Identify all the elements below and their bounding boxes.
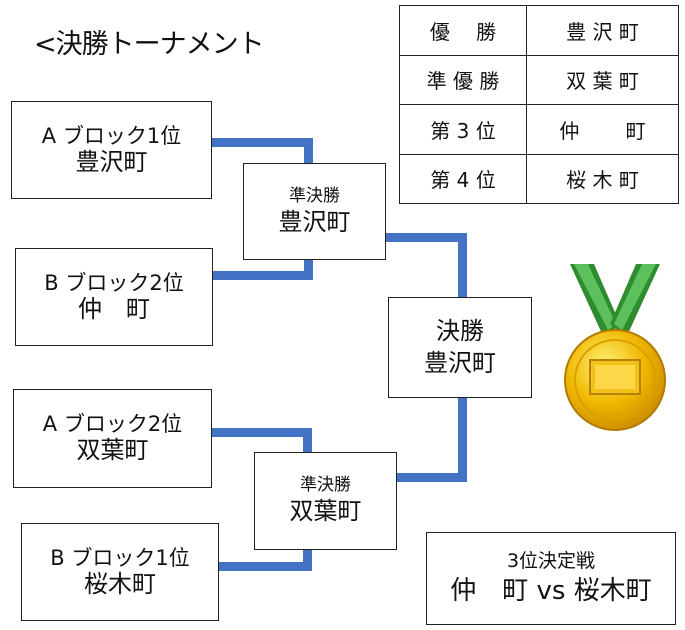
semifinal-box-2: 準決勝 双葉町 (254, 452, 397, 550)
seed-box-a1: A ブロック1位 豊沢町 (11, 101, 212, 199)
team-cell: 双 葉 町 (526, 54, 679, 105)
seed-label: B ブロック1位 (50, 545, 190, 570)
seed-team: 双葉町 (76, 436, 149, 465)
seed-label: A ブロック1位 (41, 123, 182, 148)
rank-cell: 第 3 位 (399, 104, 527, 155)
final-box: 決勝 豊沢町 (388, 297, 532, 398)
semifinal-winner: 豊沢町 (278, 207, 351, 236)
seed-box-a2: A ブロック2位 双葉町 (13, 389, 212, 488)
bracket-line (219, 562, 312, 571)
final-label: 決勝 (436, 317, 484, 346)
table-row: 第 4 位 桜 木 町 (399, 153, 679, 204)
rank-cell: 第 4 位 (399, 153, 527, 204)
seed-team: 桜木町 (84, 569, 156, 598)
third-place-label: 3位決定戦 (506, 550, 596, 573)
table-row: 準 優 勝 双 葉 町 (399, 54, 679, 105)
results-table: 優 勝 豊 沢 町 準 優 勝 双 葉 町 第 3 位 仲 町 第 4 位 桜 … (399, 5, 679, 204)
bracket-line (458, 397, 467, 481)
table-row: 優 勝 豊 沢 町 (399, 5, 679, 56)
semifinal-label: 準決勝 (300, 475, 351, 496)
bracket-line (304, 138, 313, 166)
seed-box-b2: B ブロック2位 仲 町 (15, 248, 213, 346)
final-winner: 豊沢町 (424, 348, 496, 377)
seed-label: A ブロック2位 (42, 412, 183, 437)
bracket-line (211, 428, 312, 437)
seed-box-b1: B ブロック1位 桜木町 (21, 523, 219, 621)
rank-cell: 優 勝 (399, 5, 527, 56)
page-title: <決勝トーナメント (34, 29, 265, 60)
bracket-line (397, 473, 467, 482)
rank-cell: 準 優 勝 (399, 54, 527, 105)
bracket-line (303, 548, 312, 571)
seed-team: 仲 町 (78, 294, 150, 323)
bracket-line (458, 233, 467, 298)
third-place-box: 3位決定戦 仲 町 vs 桜木町 (426, 532, 676, 625)
bracket-line (304, 258, 313, 280)
semifinal-winner: 双葉町 (289, 497, 362, 526)
seed-label: B ブロック2位 (44, 270, 184, 295)
table-row: 第 3 位 仲 町 (399, 104, 679, 155)
bracket-line (211, 138, 313, 147)
gold-medal-icon (564, 264, 666, 431)
semifinal-box-1: 準決勝 豊沢町 (243, 163, 386, 260)
team-cell: 豊 沢 町 (526, 5, 679, 56)
semifinal-label: 準決勝 (289, 185, 340, 206)
seed-team: 豊沢町 (75, 147, 148, 176)
bracket-line (303, 428, 312, 454)
team-cell: 桜 木 町 (526, 153, 679, 204)
third-place-matchup: 仲 町 vs 桜木町 (450, 575, 652, 606)
bracket-line (385, 233, 467, 242)
bracket-line (213, 271, 313, 280)
team-cell: 仲 町 (526, 104, 679, 155)
